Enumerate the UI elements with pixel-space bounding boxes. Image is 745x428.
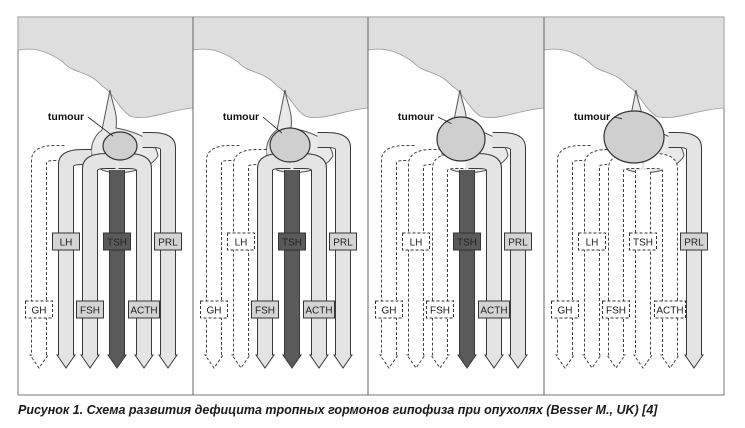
hormone-label-prl: PRL xyxy=(508,238,528,249)
hormone-arrow-prl xyxy=(492,132,528,369)
hormone-label-fsh: FSH xyxy=(255,306,275,317)
hormone-label-gh: GH xyxy=(32,306,47,317)
hormone-label-fsh: FSH xyxy=(606,306,626,317)
hormone-label-gh: GH xyxy=(382,306,397,317)
hormone-arrow-prl xyxy=(668,132,704,369)
hormone-box-fsh xyxy=(251,300,279,319)
hormone-box-fsh xyxy=(426,300,454,319)
hormone-arrow-prl xyxy=(317,132,353,369)
hormone-box-lh xyxy=(578,232,606,251)
hormone-box-fsh xyxy=(76,300,104,319)
hormone-arrow-tsh xyxy=(282,170,302,369)
hormone-label-acth: ACTH xyxy=(305,306,332,317)
hormone-arrow-lh xyxy=(231,149,267,369)
hormone-arrow-lh xyxy=(406,149,442,369)
hormone-label-tsh: TSH xyxy=(107,238,127,249)
hormone-arrow-prl xyxy=(142,132,178,369)
hormone-box-gh xyxy=(25,300,53,319)
hormone-box-prl xyxy=(504,232,532,251)
tumour-mass xyxy=(436,116,486,162)
hormone-box-gh xyxy=(200,300,228,319)
hormone-box-gh xyxy=(551,300,579,319)
stage-panel-3: GH LH FSH TSH ACTH PRL tumour xyxy=(367,16,545,395)
stage-panel-4: GH LH FSH TSH ACTH PRL tumour xyxy=(543,16,725,395)
hormone-arrow-tsh xyxy=(633,170,653,369)
hormone-label-tsh: TSH xyxy=(457,238,477,249)
hormone-box-tsh xyxy=(278,232,306,251)
stage-panel-1: GH LH FSH TSH ACTH PRL tumour xyxy=(17,16,194,369)
hormone-label-acth: ACTH xyxy=(656,306,683,317)
stage-panel-2: GH LH FSH TSH ACTH PRL tumour xyxy=(192,16,369,395)
hormone-box-acth xyxy=(478,300,510,319)
hormone-box-prl xyxy=(154,232,182,251)
hormone-label-prl: PRL xyxy=(158,238,178,249)
hormone-box-lh xyxy=(227,232,255,251)
hormone-box-lh xyxy=(52,232,80,251)
hormone-label-lh: LH xyxy=(586,238,599,249)
hormone-arrow-tsh xyxy=(107,170,127,369)
hormone-label-gh: GH xyxy=(207,306,222,317)
hormone-box-prl xyxy=(329,232,357,251)
hormone-box-acth xyxy=(128,300,160,319)
hypothalamus-region xyxy=(192,16,369,119)
hormone-label-lh: LH xyxy=(235,238,248,249)
tumour-mass xyxy=(102,131,138,161)
hormone-box-fsh xyxy=(602,300,630,319)
tumour-leader-line xyxy=(262,116,283,134)
hormone-label-lh: LH xyxy=(60,238,73,249)
hormone-label-acth: ACTH xyxy=(480,306,507,317)
hormone-box-acth xyxy=(303,300,335,319)
tumour-leader-line xyxy=(87,116,114,137)
hormone-arrow-lh xyxy=(56,149,92,369)
hormone-box-tsh xyxy=(629,232,657,251)
hormone-label-tsh: TSH xyxy=(633,238,653,249)
hormone-label-acth: ACTH xyxy=(130,306,157,317)
hormone-label-lh: LH xyxy=(410,238,423,249)
hormone-box-lh xyxy=(402,232,430,251)
hypothalamus-region xyxy=(17,16,194,119)
hormone-label-prl: PRL xyxy=(333,238,353,249)
tumour-mass xyxy=(269,127,311,163)
hormone-box-tsh xyxy=(103,232,131,251)
tumour-leader-line xyxy=(613,116,623,120)
tumour-label: tumour xyxy=(398,111,434,123)
hormone-box-tsh xyxy=(453,232,481,251)
tumour-mass xyxy=(603,110,665,164)
hormone-label-fsh: FSH xyxy=(430,306,450,317)
figure-caption: Рисунок 1. Схема развития дефицита тропн… xyxy=(18,403,658,417)
hormone-arrow-lh xyxy=(582,149,618,369)
hormone-arrow-tsh xyxy=(457,170,477,369)
tumour-label: tumour xyxy=(574,111,610,123)
hypothalamus-region xyxy=(367,16,545,119)
tumour-label: tumour xyxy=(48,111,84,123)
tumour-label: tumour xyxy=(223,111,259,123)
tumour-leader-line xyxy=(437,116,452,124)
hormone-label-gh: GH xyxy=(558,306,573,317)
hypothalamus-region xyxy=(543,16,725,119)
hormone-label-prl: PRL xyxy=(684,238,704,249)
hormone-label-tsh: TSH xyxy=(282,238,302,249)
hormone-box-prl xyxy=(680,232,708,251)
hormone-label-fsh: FSH xyxy=(80,306,100,317)
hormone-box-gh xyxy=(375,300,403,319)
hormone-box-acth xyxy=(654,300,686,319)
